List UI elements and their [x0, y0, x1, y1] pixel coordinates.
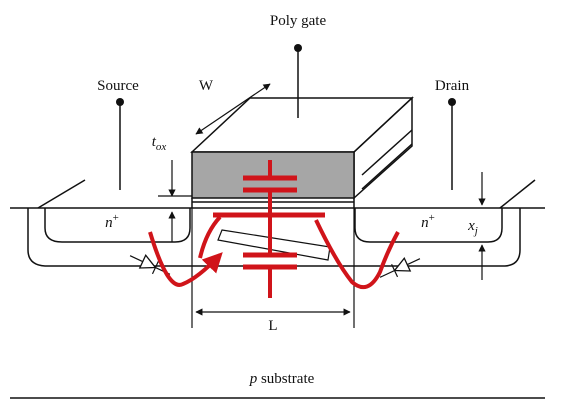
gate-top-face	[190, 97, 414, 153]
poly-gate-label: Poly gate	[270, 13, 327, 29]
gate-perspective-line-2	[361, 143, 413, 190]
gate-perspective-line-1	[361, 129, 413, 176]
source-diffusion	[44, 208, 191, 243]
substrate-perspective-right	[499, 179, 536, 209]
channel-region	[217, 229, 331, 261]
drain-n-plus-label: n+	[421, 212, 435, 231]
length-label: L	[268, 318, 277, 334]
substrate-perspective-left	[37, 179, 86, 209]
width-dimension-arrow	[195, 83, 271, 135]
red-capacitance-overlay	[148, 160, 400, 298]
source-label: Source	[97, 78, 139, 94]
substrate-label: p substrate	[249, 371, 315, 387]
drain-junction-diode-icon	[379, 257, 421, 278]
gate-right-face	[353, 96, 413, 200]
drain-label: Drain	[435, 78, 470, 94]
width-label: W	[199, 78, 214, 94]
tox-label: tox	[152, 134, 167, 153]
xj-label: xj	[467, 218, 478, 237]
drain-diffusion	[354, 208, 503, 243]
source-n-plus-label: n+	[105, 212, 119, 231]
